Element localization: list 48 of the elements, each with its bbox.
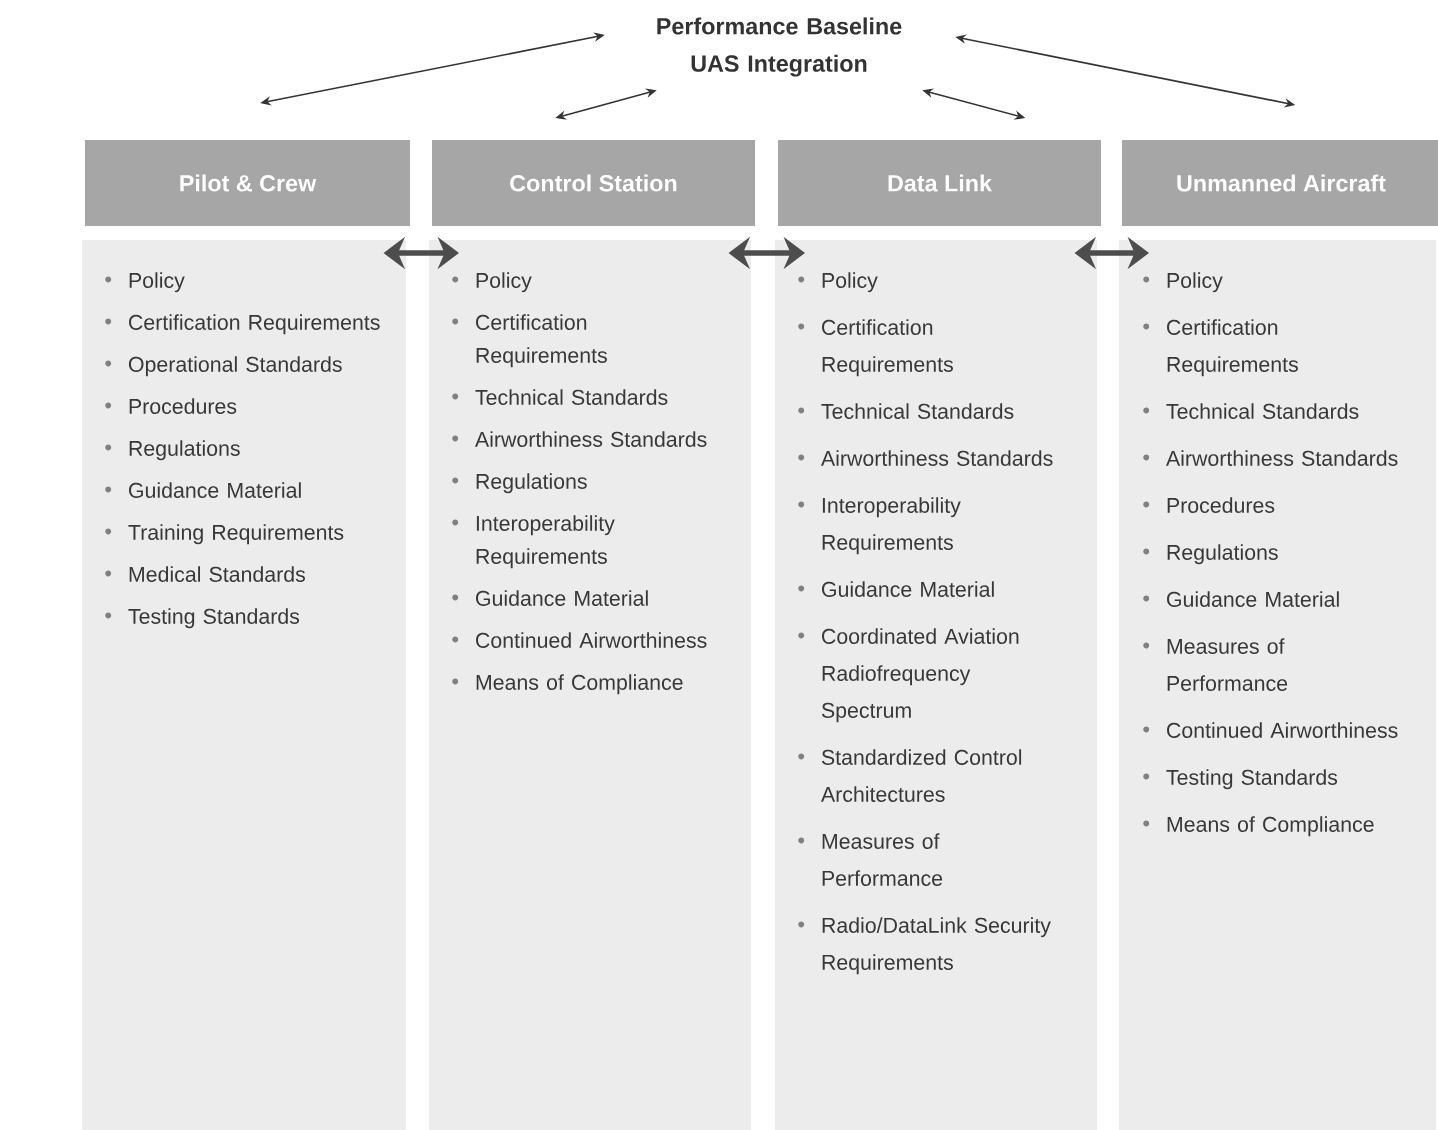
list-item: Training Requirements bbox=[105, 524, 344, 545]
list-item: Guidance Material bbox=[798, 581, 994, 597]
list-item: Means of Compliance bbox=[452, 674, 683, 695]
list-item: Standardized Control Architectures bbox=[798, 749, 1022, 802]
list-item: Medical Standards bbox=[105, 566, 305, 582]
list-item: Means of Compliance bbox=[1143, 816, 1374, 837]
list-item: Technical Standards bbox=[798, 403, 1014, 419]
list-item: Regulations bbox=[1143, 544, 1278, 565]
list-item: Continued Airworthiness bbox=[1143, 722, 1398, 738]
list-item: Interoperability Requirements bbox=[798, 497, 961, 555]
list-item: Policy bbox=[798, 272, 878, 293]
list-item: Regulations bbox=[105, 440, 240, 461]
list-item: Technical Standards bbox=[452, 389, 668, 405]
column-panel bbox=[775, 140, 1101, 1130]
list-item: Policy bbox=[452, 272, 532, 293]
list-item: Procedures bbox=[1143, 497, 1275, 513]
list-item: Technical Standards bbox=[1143, 403, 1359, 419]
list-item: Operational Standards bbox=[105, 356, 342, 377]
list-item: Guidance Material bbox=[105, 482, 301, 498]
column-header: Control Station bbox=[432, 140, 755, 226]
list-item: Testing Standards bbox=[105, 608, 300, 629]
list-item: Coordinated Aviation Radiofrequency Spectrum bbox=[798, 628, 1019, 723]
column-panel bbox=[1119, 140, 1438, 1130]
list-item: Airworthiness Standards bbox=[798, 450, 1053, 466]
list-item: Interoperability Requirements bbox=[452, 515, 615, 569]
column-header: Unmanned Aircraft bbox=[1122, 140, 1438, 226]
list-item: Certification Requirements bbox=[1143, 319, 1298, 377]
list-item: Measures of Performance bbox=[798, 833, 943, 886]
column-header: Pilot & Crew bbox=[85, 140, 410, 226]
list-item: Policy bbox=[105, 272, 185, 293]
list-item: Measures of Performance bbox=[1143, 638, 1288, 691]
column-panel bbox=[429, 140, 755, 1130]
list-item: Certification Requirements bbox=[105, 314, 380, 335]
list-item: Procedures bbox=[105, 398, 237, 414]
list-item: Policy bbox=[1143, 272, 1223, 293]
list-item: Regulations bbox=[452, 473, 587, 494]
list-item: Guidance Material bbox=[452, 590, 648, 606]
list-item: Certification Requirements bbox=[798, 319, 953, 377]
list-item: Airworthiness Standards bbox=[452, 431, 707, 447]
column-panel bbox=[82, 140, 410, 1130]
list-item: Testing Standards bbox=[1143, 769, 1338, 790]
list-item: Radio/DataLink Security Requirements bbox=[798, 917, 1051, 975]
title: Performance Baseline UAS Integration bbox=[657, 17, 902, 77]
list-item: Continued Airworthiness bbox=[452, 632, 707, 648]
list-item: Certification Requirements bbox=[452, 314, 607, 368]
column-header: Data Link bbox=[778, 140, 1101, 226]
list-item: Guidance Material bbox=[1143, 591, 1339, 607]
list-item: Airworthiness Standards bbox=[1143, 450, 1398, 466]
